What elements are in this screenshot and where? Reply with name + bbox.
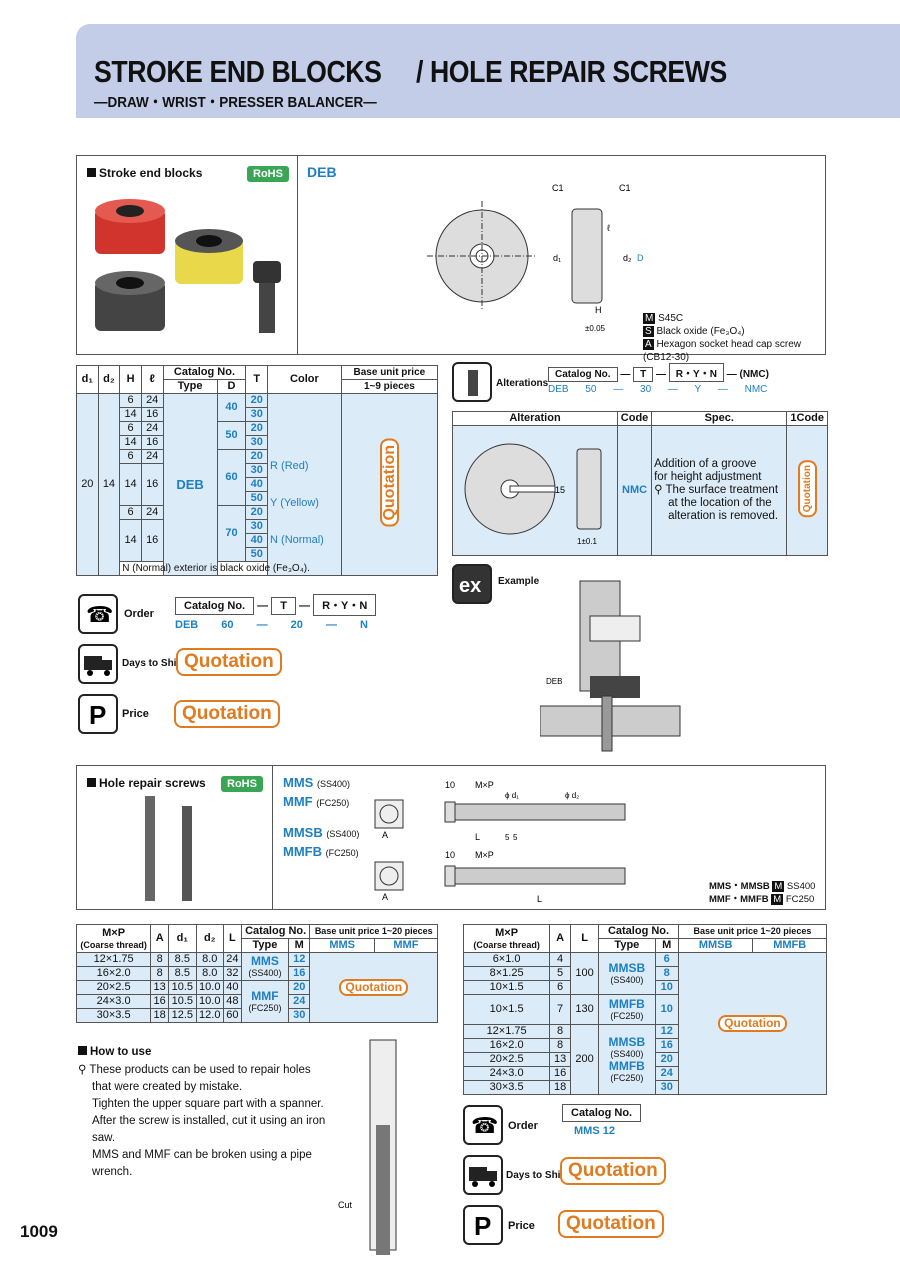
deb-price-quotation-2: Quotation [174,700,280,728]
truck-icon [78,644,118,684]
svg-text:L: L [537,894,542,904]
howto-text: ⚲ These products can be used to repair h… [78,1064,326,1178]
alteration-price-quotation: Quotation [797,459,817,518]
svg-text:15: 15 [555,485,565,495]
dim-D: D [637,253,644,263]
dim-d2: d₂ [623,253,632,263]
deb-dimension-drawing: C1 C1 D d₁ d₂ ℓ H ±0.05 [427,183,644,333]
svg-text:☎: ☎ [471,1113,498,1138]
price-p-icon: P [78,694,118,734]
screws-materials: MMS・MMSB M SS400 MMF・MMFB M FC250 [709,881,816,905]
screws-days-quotation: Quotation [560,1157,666,1185]
deb-product-box: Stroke end blocks RoHS DEB C1 C1 D d₁ d₂… [76,155,826,363]
phone-icon: ☎ [78,594,118,634]
svg-text:A: A [382,830,388,840]
title-left: STROKE END BLOCKS [94,54,382,89]
svg-text:P: P [89,700,106,730]
phone-icon-2: ☎ [463,1105,503,1145]
dim-l: ℓ [607,223,611,233]
svg-text:M×P: M×P [475,850,494,860]
howto-title: How to use [78,1046,151,1058]
svg-text:5: 5 [505,833,510,842]
deb-materials: M S45C S Black oxide (Fe₃O₄) A Hexagon s… [643,313,801,363]
deb-type-label: DEB [307,164,337,180]
dim-H: H [595,305,602,315]
deb-section-label: Stroke end blocks [87,166,202,180]
deb-order-box: Catalog No. — T — R・Y・N DEB 60 — 20 — N [175,594,377,631]
screws-table2-quotation: Quotation [718,1015,787,1032]
screws-table1-quotation: Quotation [339,979,409,996]
svg-text:☎: ☎ [86,602,113,627]
svg-text:ex: ex [459,575,481,597]
svg-text:10: 10 [445,780,455,790]
subtitle: —DRAW・WRIST・PRESSER BALANCER— [94,94,377,111]
screws-price-quotation: Quotation [558,1210,664,1238]
dim-d1: d₁ [553,253,561,263]
howto-drawing: Cut [338,1039,397,1255]
svg-text:1±0.1: 1±0.1 [577,537,598,546]
screws-product-photo [145,796,192,901]
screws-section-label: Hole repair screws [87,776,206,790]
deb-price-quotation: Quotation [379,438,399,527]
screws-rohs-badge: RoHS [221,776,263,792]
dim-c1-left: C1 [552,183,564,193]
example-drawing: DEB [540,580,681,752]
screws-order-box: Catalog No. MMS 12 [562,1104,642,1137]
svg-text:10: 10 [445,850,455,860]
alteration-drawing: 15 1±0.1 [464,443,602,546]
page-number: 1009 [20,1222,58,1241]
svg-text:M×P: M×P [475,780,494,790]
svg-text:ϕ d₁: ϕ d₁ [505,791,519,800]
svg-text:ϕ d₂: ϕ d₂ [565,791,579,800]
svg-text:A: A [382,892,388,902]
svg-text:5: 5 [513,833,518,842]
title-right: / HOLE REPAIR SCREWS [416,54,727,89]
svg-text:P: P [474,1211,491,1241]
svg-text:DEB: DEB [546,677,562,686]
alterations-order-box: Catalog No. — T — R・Y・N — (NMC) DEB 50 —… [548,363,769,395]
dim-c1-right: C1 [619,183,631,193]
screws-product-box: Hole repair screws RoHS MMS (SS400) MMF … [76,765,826,910]
deb-days-quotation: Quotation [176,648,282,676]
page-header: STROKE END BLOCKS / HOLE REPAIR SCREWS —… [76,24,900,118]
svg-text:L: L [475,832,480,842]
alterations-icon [452,362,492,402]
svg-text:Cut: Cut [338,1200,353,1210]
deb-product-photo [95,199,281,333]
truck-icon-2 [463,1155,503,1195]
example-ex-icon: ex [452,564,492,604]
price-p-icon-2: P [463,1205,503,1245]
screw-types: MMS (SS400) MMF (FC250) MMSB (SS400) MMF… [283,775,360,859]
dim-tol: ±0.05 [585,324,606,333]
deb-rohs-badge: RoHS [247,166,289,182]
